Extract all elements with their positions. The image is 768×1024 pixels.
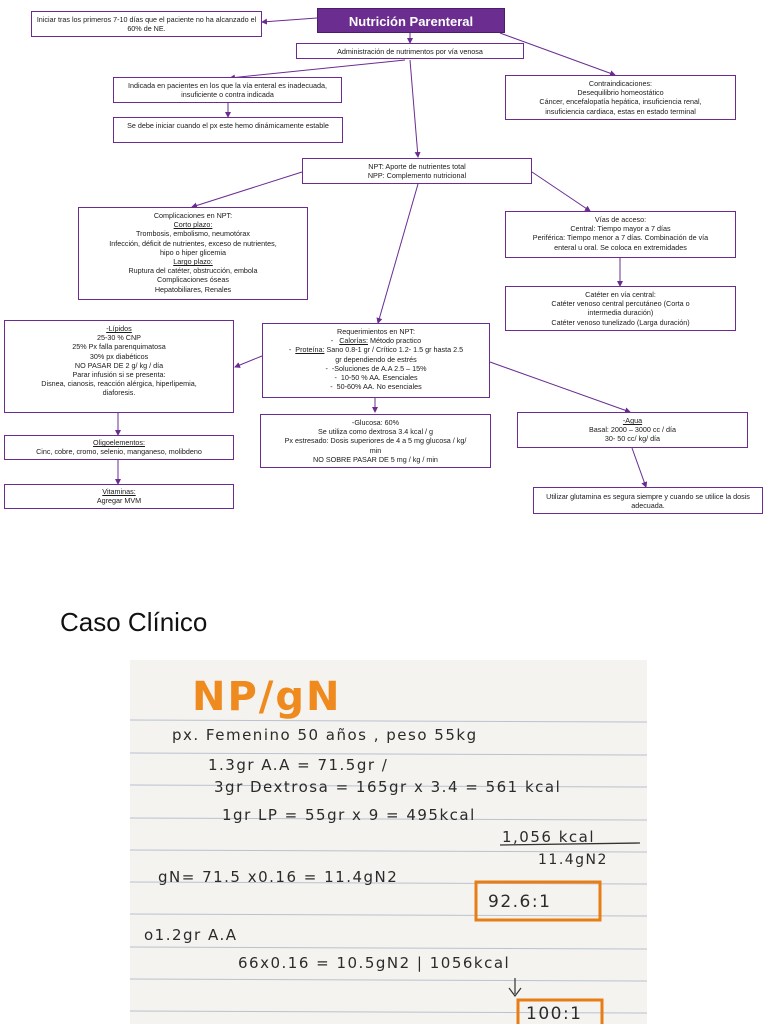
req-cal-text: Método practico <box>368 336 422 346</box>
hw-ratio: 92.6:1 <box>488 892 552 912</box>
glucosa-line: Px estresado: Dosis superiores de 4 a 5 … <box>284 436 467 446</box>
compl-short-line: hipo o hiper glicemia <box>160 247 226 257</box>
agua-title: -Agua <box>622 416 643 425</box>
hw-line: 66x0.16 = 10.5gN2 | 1056kcal <box>238 954 511 972</box>
lipidos-line: 25-30 % CNP <box>97 333 141 343</box>
cateter-title: Catéter en vía central: <box>585 290 656 299</box>
hw-line: 1,056 kcal <box>502 828 596 846</box>
agua-box: -Agua Basal: 2000 – 3000 cc / día 30- 50… <box>517 412 748 448</box>
agua-line: 30- 50 cc/ kg/ día <box>604 434 661 444</box>
req-prot-text: Sano 0.8-1 gr / Crítico 1.2- 1.5 gr hast… <box>324 345 464 355</box>
req-prot-cont: gr dependiendo de estrés <box>335 354 417 364</box>
lipidos-line: 30% px diabéticos <box>89 351 149 361</box>
lipidos-line: diaforesis. <box>102 388 136 398</box>
req-title: Requerimientos en NPT: <box>337 327 415 336</box>
indicada-text: Indicada en pacientes en los que la vía … <box>128 81 327 100</box>
oligo-title: Oligoelementos: <box>93 438 145 447</box>
compl-short-label: Corto plazo: <box>173 220 213 230</box>
contra-title: Contraindicaciones: <box>588 79 653 88</box>
handwritten-title: NP/gN <box>192 674 342 720</box>
lipidos-box: -Lípidos 25-30 % CNP 25% Px falla parenq… <box>4 320 234 413</box>
req-sol: -Soluciones de A.A 2.5 – 15% <box>331 363 427 373</box>
start-note-box: Iniciar tras los primeros 7-10 días que … <box>31 11 262 37</box>
compl-long-label: Largo plazo: <box>173 257 213 267</box>
compl-long-line: Complicaciones óseas <box>157 275 229 285</box>
compl-title: Complicaciones en NPT: <box>153 211 233 220</box>
compl-short-line: Infección, déficit de nutrientes, exceso… <box>109 238 277 248</box>
lipidos-line: NO PASAR DE 2 g/ kg / día <box>74 360 164 370</box>
definition-box: Administración de nutrimentos por vía ve… <box>296 43 524 59</box>
agua-line: Basal: 2000 – 3000 cc / día <box>588 425 677 435</box>
hw-line: gN= 71.5 x0.16 = 11.4gN2 <box>158 868 399 886</box>
req-noes: 50-60% AA. No esenciales <box>336 382 422 392</box>
connector-lines <box>115 17 648 488</box>
vias-line: Central: Tiempo mayor a 7 días <box>570 224 671 234</box>
handwritten-notes-photo: NP/gN px. Femenino 50 años , peso 55kg 1… <box>130 660 647 1024</box>
lipidos-line: Parar infusión si se presenta: <box>72 370 166 380</box>
requerimientos-box: Requerimientos en NPT: - Calorías: Métod… <box>262 323 490 398</box>
vitaminas-box: Vitaminas: Agregar MVM <box>4 484 234 509</box>
req-es: 10-50 % AA. Esenciales <box>340 373 418 383</box>
compl-long-line: Ruptura del catéter, obstrucción, embola <box>128 266 258 276</box>
hw-line: o1.2gr A.A <box>144 926 238 944</box>
req-cal-label: Calorías: <box>339 336 368 346</box>
hemo-text: Se debe iniciar cuando el px este hemo d… <box>127 121 329 130</box>
vias-title: Vías de acceso: <box>594 215 647 224</box>
lipidos-line: Disnea, cianosis, reacción alérgica, hip… <box>41 379 197 389</box>
indicada-box: Indicada en pacientes en los que la vía … <box>113 77 342 103</box>
npt-line: NPT: Aporte de nutrientes total <box>368 162 466 171</box>
glucosa-box: -Glucosa: 60% Se utiliza como dextrosa 3… <box>260 414 491 468</box>
cateter-line: Catéter venoso central percutáneo (Corta… <box>551 299 690 309</box>
contra-line: insuficiencia cardiaca, estas en estado … <box>545 106 696 116</box>
oligoelementos-box: Oligoelementos: Cinc, cobre, cromo, sele… <box>4 435 234 460</box>
compl-long-line: Hepatobiliares, Renales <box>154 284 232 294</box>
hw-ratio: 100:1 <box>526 1004 583 1024</box>
cateter-line: Catéter venoso tunelizado (Larga duració… <box>551 317 690 327</box>
caso-clinico-title: Caso Clínico <box>60 607 208 637</box>
hw-line: px. Femenino 50 años , peso 55kg <box>172 726 478 744</box>
vias-line: Periférica: Tiempo menor a 7 días. Combi… <box>532 233 709 243</box>
contra-line: Desequilibrio homeostático <box>577 88 664 98</box>
hw-line: 3gr Dextrosa = 165gr x 3.4 = 561 kcal <box>214 778 562 796</box>
lipidos-line: 25% Px falla parenquimatosa <box>72 342 166 352</box>
hw-line: 1.3gr A.A = 71.5gr / <box>208 756 389 774</box>
contraindicaciones-box: Contraindicaciones: Desequilibrio homeos… <box>505 75 736 120</box>
vias-line: enteral u oral. Se coloca en extremidade… <box>554 242 687 252</box>
start-note-text: Iniciar tras los primeros 7-10 días que … <box>36 15 257 34</box>
glucosa-line: Se utiliza como dextrosa 3.4 kcal / g <box>317 427 434 437</box>
req-prot-label: Proteína: <box>295 345 325 355</box>
vias-acceso-box: Vías de acceso: Central: Tiempo mayor a … <box>505 211 736 258</box>
glut-text: Utilizar glutamina es segura siempre y c… <box>546 492 750 511</box>
definition-text: Administración de nutrimentos por vía ve… <box>337 47 483 56</box>
contra-line: Cáncer, encefalopatía hepática, insufici… <box>539 97 702 107</box>
hemo-box: Se debe iniciar cuando el px este hemo d… <box>113 117 343 143</box>
cateter-box: Catéter en vía central: Catéter venoso c… <box>505 286 736 331</box>
hw-line: 11.4gN2 <box>538 852 608 868</box>
hw-line: 1gr LP = 55gr x 9 = 495kcal <box>222 806 476 824</box>
oligo-text: Cinc, cobre, cromo, selenio, manganeso, … <box>36 447 202 457</box>
complicaciones-box: Complicaciones en NPT: Corto plazo: Trom… <box>78 207 308 300</box>
vit-title: Vitaminas: <box>102 487 136 496</box>
glutamina-box: Utilizar glutamina es segura siempre y c… <box>533 487 763 514</box>
glucosa-line: NO SOBRE PASAR DE 5 mg / kg / min <box>313 454 438 464</box>
npt-line: NPP: Complemento nutricional <box>367 171 467 181</box>
cateter-line: intermedia duración) <box>587 308 654 318</box>
compl-short-line: Trombosis, embolismo, neumotórax <box>136 229 250 239</box>
map-title: Nutrición Parenteral <box>317 8 505 33</box>
lipidos-title: -Lípidos <box>106 324 132 333</box>
glucosa-line: min <box>369 445 382 455</box>
glucosa-line: -Glucosa: 60% <box>351 418 400 427</box>
ruled-lines <box>130 719 647 1024</box>
vit-text: Agregar MVM <box>96 496 142 506</box>
npt-box: NPT: Aporte de nutrientes total NPP: Com… <box>302 158 532 184</box>
